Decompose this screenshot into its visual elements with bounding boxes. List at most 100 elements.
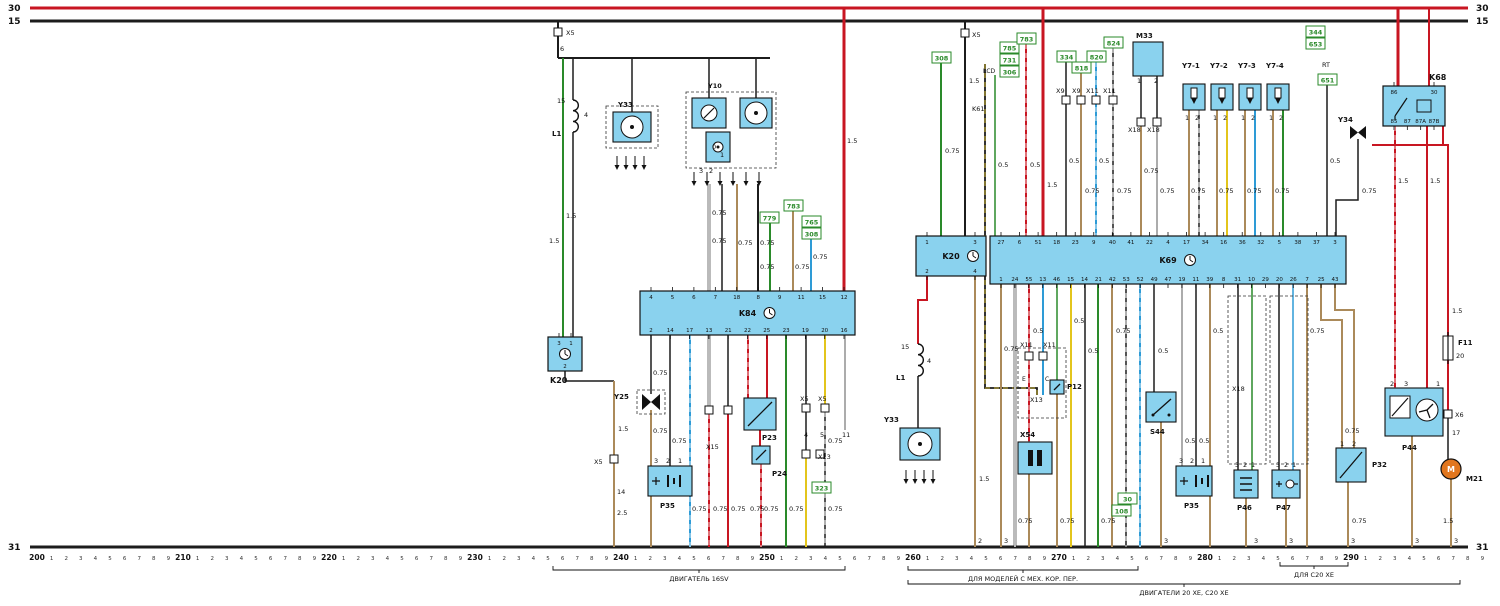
text-label: 3 xyxy=(1254,537,1258,545)
text-label: X5 xyxy=(972,31,981,39)
text-label: 1 xyxy=(1241,114,1245,122)
text-label: 2 xyxy=(1243,461,1247,469)
track-code: 820 xyxy=(1090,54,1104,62)
scale-minor: 4 xyxy=(1408,556,1412,562)
scale-minor: 2 xyxy=(940,556,944,562)
air-arrowhead-icon xyxy=(743,181,749,186)
variable-slash-icon xyxy=(1391,397,1409,417)
pin-label: 55 xyxy=(1025,277,1032,283)
scale-minor: 5 xyxy=(984,556,988,562)
text-label: 1 xyxy=(1292,461,1296,469)
scale-major: 260 xyxy=(905,553,921,562)
text-label: 17 xyxy=(1452,429,1460,437)
scale-minor: 9 xyxy=(167,556,171,562)
connector-square xyxy=(1038,351,1048,361)
air-arrowhead-icon xyxy=(903,479,909,484)
track-code-box xyxy=(1086,50,1107,63)
pin-label: 41 xyxy=(1127,240,1134,246)
text-label: 3 xyxy=(1164,537,1168,545)
pin-label: 3 xyxy=(1333,240,1337,246)
text-label: 0.5 xyxy=(1030,161,1040,169)
scale-minor: 8 xyxy=(444,556,448,562)
clock-hands-icon xyxy=(769,309,773,316)
text-label: 0.75 xyxy=(692,505,706,513)
text-label: 1 xyxy=(1251,461,1255,469)
scale-major: 250 xyxy=(759,553,775,562)
scale-minor: 6 xyxy=(1291,556,1295,562)
pin-label: 4 xyxy=(1166,240,1170,246)
scale-minor: 8 xyxy=(1320,556,1324,562)
text-label: 0.75 xyxy=(1116,327,1130,335)
scale-minor: 4 xyxy=(1262,556,1266,562)
pin-label: 24 xyxy=(1011,277,1018,283)
pin-label: 87 xyxy=(1404,119,1411,125)
scale-minor: 1 xyxy=(780,556,784,562)
connector-square xyxy=(801,449,811,459)
text-label: 1 xyxy=(1213,114,1217,122)
pin-label: 39 xyxy=(1206,277,1213,283)
pin-label: 87A xyxy=(1415,119,1426,125)
text-label: X5 xyxy=(594,458,603,466)
bus-label-right: 31 xyxy=(1476,543,1489,553)
text-label: 15 xyxy=(557,97,565,105)
plus-icon xyxy=(1180,477,1188,485)
component-label-P44: P44 xyxy=(1402,444,1417,452)
caption: ДВИГАТЕЛЬ 16SV xyxy=(669,575,729,583)
pin-label: 4 xyxy=(973,269,977,275)
injector-body-icon xyxy=(1274,87,1282,99)
pin-label: 52 xyxy=(1137,277,1144,283)
text-label: 0.75 xyxy=(828,505,842,513)
scale-major: 210 xyxy=(175,553,191,562)
text-label: 1.5 xyxy=(1443,517,1453,525)
pin-label: 13 xyxy=(1039,277,1046,283)
pin-label: 8 xyxy=(756,295,760,301)
pin-label: 9 xyxy=(778,295,782,301)
text-label: 0.75 xyxy=(1101,517,1115,525)
scale-minor: 7 xyxy=(575,556,579,562)
bus-label-right: 15 xyxy=(1476,17,1489,27)
clock-hands-icon xyxy=(564,350,569,357)
scale-minor: 1 xyxy=(196,556,200,562)
text-label: 0.5 xyxy=(1199,437,1209,445)
text-label: 0.75 xyxy=(1345,427,1359,435)
pin-label: 3 xyxy=(557,341,561,347)
scale-minor: 6 xyxy=(1145,556,1149,562)
component-label-P23: P23 xyxy=(762,434,777,442)
pin-label: 47 xyxy=(1165,277,1172,283)
text-label: X13 xyxy=(1030,396,1043,404)
pin-label: 18 xyxy=(733,295,740,301)
air-arrowhead-icon xyxy=(921,479,927,484)
scale-minor: 3 xyxy=(1101,556,1105,562)
text-label: 3 xyxy=(1179,457,1183,465)
valve-dot-icon xyxy=(754,111,758,115)
pin-label: 17 xyxy=(1183,240,1190,246)
connector-square xyxy=(1091,95,1101,105)
clock-hands-icon xyxy=(1189,256,1194,263)
text-label: 0 xyxy=(712,143,716,151)
text-label: 0.5 xyxy=(1185,437,1195,445)
air-arrowhead-icon xyxy=(930,479,936,484)
component-label-L1-16SV: L1 xyxy=(552,130,561,138)
pin-label: 19 xyxy=(1178,277,1185,283)
track-code: 824 xyxy=(1107,40,1121,48)
valve-bowtie-icon xyxy=(642,394,660,410)
pin-label: 11 xyxy=(1192,277,1199,283)
text-label: 0.75 xyxy=(760,263,774,271)
text-label: 3 xyxy=(1289,537,1293,545)
text-label: 1.5 xyxy=(618,425,628,433)
pin-label: 14 xyxy=(1081,277,1088,283)
scale-minor: 4 xyxy=(824,556,828,562)
text-label: 3 xyxy=(1235,461,1239,469)
fan-blades-icon xyxy=(1418,403,1434,419)
text-label: 0.75 xyxy=(828,437,842,445)
pin-label: 22 xyxy=(1146,240,1153,246)
pin-label: 10 xyxy=(1248,277,1255,283)
scale-minor: 5 xyxy=(400,556,404,562)
resistor-bar-icon xyxy=(1037,450,1042,466)
scale-minor: 3 xyxy=(955,556,959,562)
text-label: 1 xyxy=(678,457,682,465)
track-code-box xyxy=(759,211,780,224)
connector-square xyxy=(1443,409,1453,419)
pin-label: 8 xyxy=(1222,277,1226,283)
pin-label: 21 xyxy=(725,328,732,334)
